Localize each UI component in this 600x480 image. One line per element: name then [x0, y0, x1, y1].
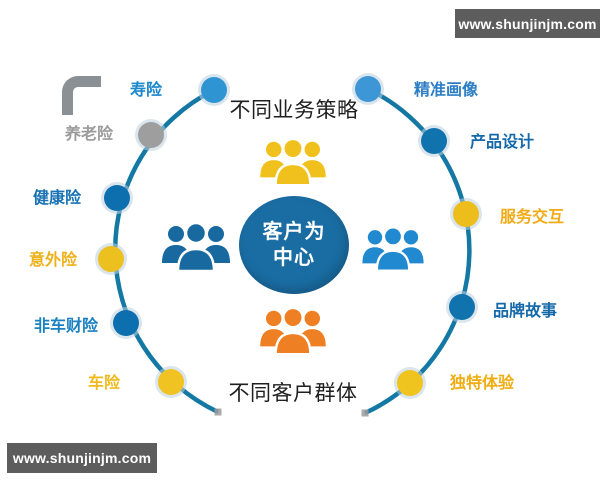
heading-customer-groups: 不同客户群体	[228, 382, 358, 405]
dot-product-design	[421, 128, 447, 154]
dot-auto-insurance	[158, 369, 184, 395]
people-group-right-icon	[357, 221, 429, 277]
center-circle-line1: 客户为	[262, 221, 326, 243]
gray-corner-shape	[62, 76, 101, 115]
dot-brand-story	[449, 294, 475, 320]
label-accident-insurance: 意外险	[28, 252, 78, 269]
watermark-text: www.shunjinjm.com	[458, 15, 597, 32]
heading-business-strategies: 不同业务策略	[229, 99, 359, 122]
label-non-auto-property-insurance: 非车财险	[33, 318, 99, 335]
label-unique-experience: 独特体验	[449, 375, 515, 392]
label-service-interaction: 服务交互	[499, 209, 565, 226]
dot-pension-insurance	[138, 122, 164, 148]
people-group-bottom-icon	[254, 304, 332, 358]
dot-non-auto-property-insurance	[113, 310, 139, 336]
dot-unique-experience	[397, 370, 423, 396]
label-precise-profiling: 精准画像	[413, 82, 479, 99]
watermark-text: www.shunjinjm.com	[12, 450, 152, 466]
watermark-banner-top: www.shunjinjm.com	[455, 9, 600, 38]
center-circle-customer-centric: 客户为 中心	[239, 196, 349, 294]
watermark-banner-bottom: www.shunjinjm.com	[7, 443, 157, 473]
dot-precise-profiling	[355, 76, 381, 102]
label-health-insurance: 健康险	[32, 190, 82, 207]
arc-end-marker-left	[214, 408, 222, 416]
dot-life-insurance	[201, 77, 227, 103]
people-group-top-icon	[254, 135, 332, 189]
center-circle-line2: 中心	[273, 247, 315, 269]
dot-accident-insurance	[98, 246, 124, 272]
label-auto-insurance: 车险	[87, 375, 121, 392]
dot-service-interaction	[453, 201, 479, 227]
label-life-insurance: 寿险	[129, 82, 163, 99]
people-group-left-icon	[156, 219, 236, 275]
label-product-design: 产品设计	[469, 134, 535, 151]
label-brand-story: 品牌故事	[492, 303, 558, 320]
arc-end-marker-right	[361, 409, 369, 417]
dot-health-insurance	[104, 185, 130, 211]
label-pension-insurance: 养老险	[64, 126, 114, 143]
